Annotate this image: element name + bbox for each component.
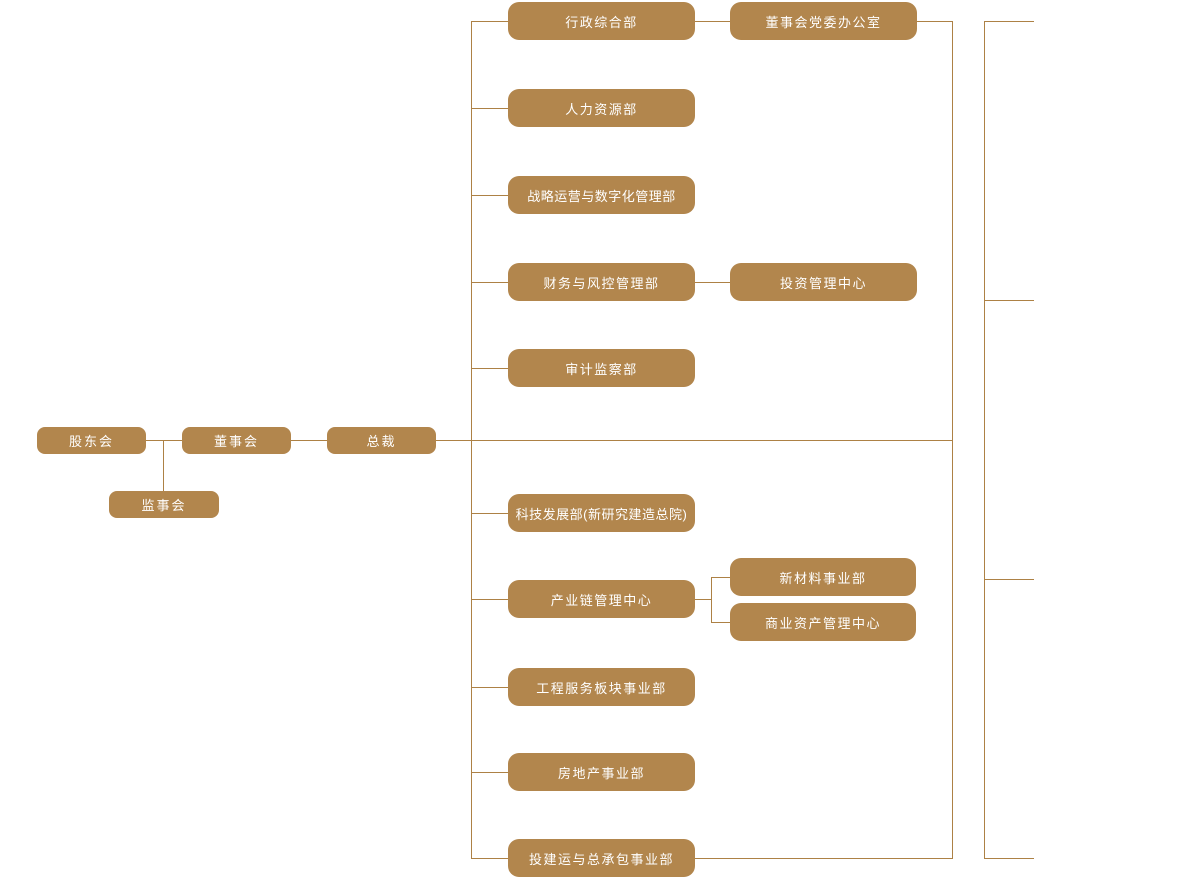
connector-line <box>984 21 1034 22</box>
connector-line <box>711 622 730 623</box>
org-node-epc-dept: 投建运与总承包事业部 <box>508 839 695 877</box>
connector-line <box>471 368 508 369</box>
connector-line <box>984 21 985 859</box>
connector-line <box>711 577 730 578</box>
connector-line <box>984 579 1034 580</box>
org-node-audit-dept: 审计监察部 <box>508 349 695 387</box>
connector-line <box>695 21 730 22</box>
connector-line <box>471 195 508 196</box>
org-node-real-estate-dept: 房地产事业部 <box>508 753 695 791</box>
org-node-board: 董事会 <box>182 427 291 454</box>
connector-line <box>471 858 508 859</box>
connector-line <box>471 21 472 859</box>
org-node-party-office: 董事会党委办公室 <box>730 2 917 40</box>
connector-line <box>695 858 953 859</box>
org-node-supervisory-board: 监事会 <box>109 491 219 518</box>
connector-line <box>471 282 508 283</box>
connector-line <box>984 300 1034 301</box>
org-node-strategy-dept: 战略运营与数字化管理部 <box>508 176 695 214</box>
org-node-new-materials-dept: 新材料事业部 <box>730 558 916 596</box>
org-node-hr-dept: 人力资源部 <box>508 89 695 127</box>
connector-line <box>917 21 953 22</box>
org-node-finance-dept: 财务与风控管理部 <box>508 263 695 301</box>
connector-line <box>984 858 1034 859</box>
org-node-industry-chain-center: 产业链管理中心 <box>508 580 695 618</box>
connector-line <box>146 440 182 441</box>
org-node-engineering-dept: 工程服务板块事业部 <box>508 668 695 706</box>
org-node-admin-dept: 行政综合部 <box>508 2 695 40</box>
connector-line <box>695 282 730 283</box>
connector-line <box>471 108 508 109</box>
connector-line <box>471 687 508 688</box>
connector-line <box>471 513 508 514</box>
connector-line <box>436 440 952 441</box>
org-node-president: 总裁 <box>327 427 436 454</box>
connector-line <box>711 577 712 623</box>
org-node-commercial-assets-center: 商业资产管理中心 <box>730 603 916 641</box>
connector-line <box>695 599 711 600</box>
connector-line <box>471 599 508 600</box>
org-node-tech-dept: 科技发展部(新研究建造总院) <box>508 494 695 532</box>
org-node-shareholders: 股东会 <box>37 427 146 454</box>
connector-line <box>471 772 508 773</box>
org-node-investment-center: 投资管理中心 <box>730 263 917 301</box>
connector-line <box>952 21 953 859</box>
connector-line <box>291 440 327 441</box>
connector-line <box>471 21 508 22</box>
connector-line <box>163 440 164 491</box>
